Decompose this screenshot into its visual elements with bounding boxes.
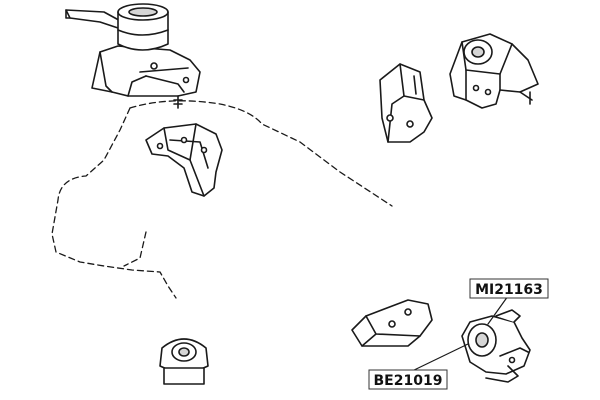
rear-mount-bracket bbox=[379, 63, 433, 143]
rear-mount-insulator bbox=[449, 33, 539, 109]
lower-small-mount bbox=[159, 338, 209, 385]
part-label-top: MI21163 bbox=[469, 278, 549, 299]
upper-engine-mount bbox=[65, 3, 201, 109]
transmission-mount bbox=[461, 309, 531, 383]
leader-line-top bbox=[487, 295, 509, 325]
leader-line-bottom bbox=[409, 343, 469, 373]
front-mount-bracket bbox=[145, 123, 223, 197]
part-number-top: MI21163 bbox=[475, 282, 543, 298]
engine-outline bbox=[51, 100, 393, 299]
part-label-bottom: BE21019 bbox=[368, 369, 448, 390]
lower-mount-plate bbox=[351, 299, 433, 347]
part-number-bottom: BE21019 bbox=[374, 373, 443, 389]
